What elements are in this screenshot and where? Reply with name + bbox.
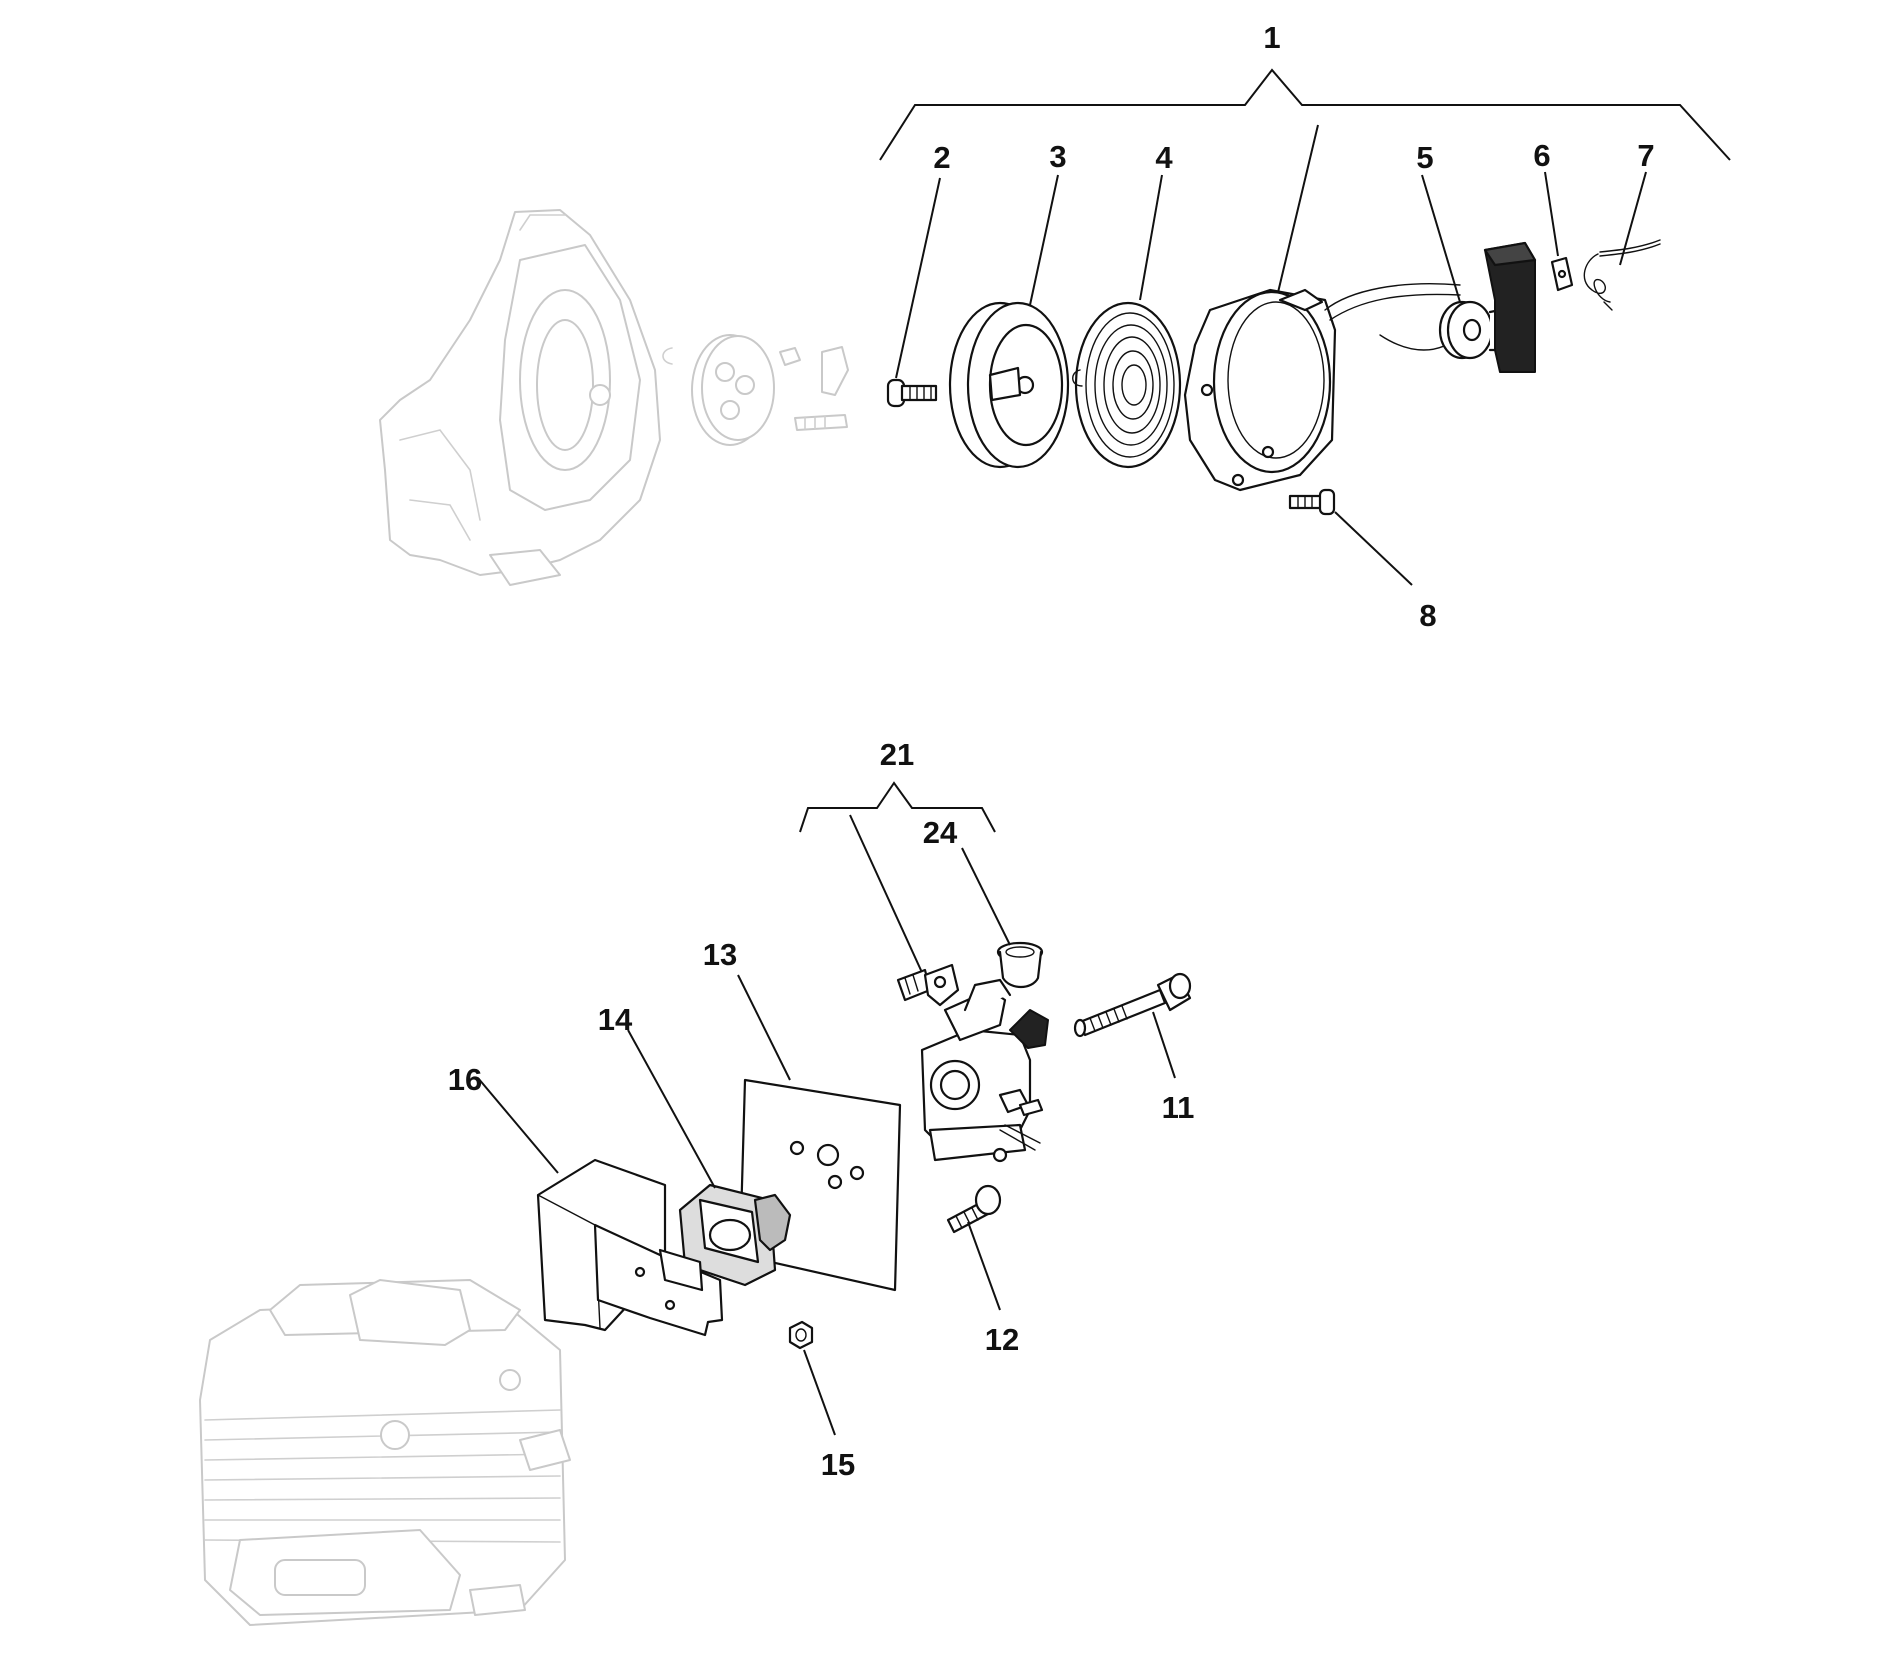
callout-2: 2 [933,140,950,175]
callout-24: 24 [923,815,958,850]
leader-7 [1619,171,1647,266]
callout-8: 8 [1419,598,1436,633]
leader-5 [1421,174,1461,303]
part-3-pulley [948,301,1070,469]
part-5-handle [1483,241,1537,373]
callout-14: 14 [598,1002,633,1037]
ghost-fan-housing [379,209,661,586]
callout-13: 13 [703,937,737,972]
callout-6: 6 [1533,138,1550,173]
leader-8 [1334,511,1413,586]
leader-24 [961,847,1011,946]
part-14-insulator [678,1183,792,1287]
bracket-21 [799,781,996,833]
part-15-nut [788,1320,814,1350]
callout-3: 3 [1049,139,1066,174]
part-6-clip [1550,256,1574,292]
callout-5: 5 [1416,140,1433,175]
part-21-carburetor [896,963,1049,1163]
part-4-spring [1072,301,1182,469]
callout-16: 16 [448,1062,482,1097]
leader-14 [627,1029,716,1189]
leader-21 [849,814,931,991]
leader-2 [895,177,941,379]
ghost-cylinder [199,1279,571,1626]
leader-15 [803,1349,836,1436]
callout-7: 7 [1637,138,1654,173]
part-8-screw [1288,488,1336,516]
callout-21: 21 [880,737,914,772]
part-11-long-bolt [1073,972,1192,1038]
ghost-ratchet-parts [662,334,849,446]
leader-4 [1139,174,1163,301]
callout-11: 11 [1162,1090,1195,1125]
leader-16 [477,1077,559,1174]
part-5-rope-guide [1379,300,1502,360]
part-24-primer-bulb [996,941,1044,989]
part-2-screw [886,378,938,408]
part-7-rope [1583,239,1661,311]
part-12-screw [946,1184,1002,1234]
part-16-heat-shield [536,1158,724,1337]
bracket-1 [879,68,1731,161]
leader-1 [1274,124,1319,306]
callout-4: 4 [1155,140,1173,175]
callout-12: 12 [985,1322,1019,1357]
callout-15: 15 [821,1447,855,1482]
leader-11 [1152,1011,1176,1079]
part-1-starter-housing [1183,283,1461,492]
leader-3 [1029,174,1059,306]
leader-12 [967,1221,1001,1311]
leader-13 [737,974,791,1081]
callout-1: 1 [1263,20,1280,55]
leader-6 [1544,171,1559,257]
